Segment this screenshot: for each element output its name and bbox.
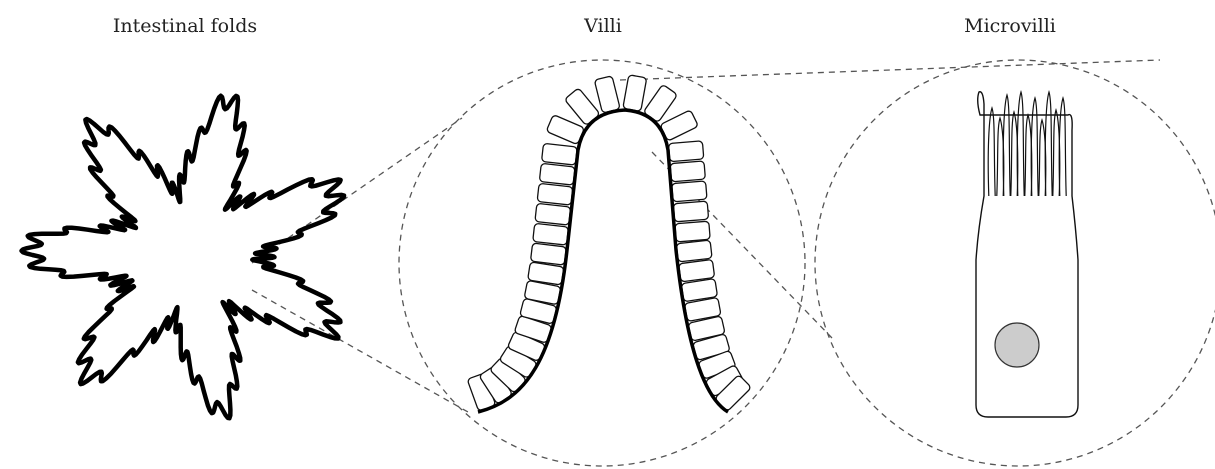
epithelial-cell xyxy=(670,161,705,182)
intestinal-folds-illustration xyxy=(22,96,345,418)
epithelial-cell xyxy=(676,240,712,262)
intestinal-folds-label: Intestinal folds xyxy=(113,15,257,37)
epithelial-cell xyxy=(542,143,578,165)
enterocyte-outline xyxy=(976,92,1078,417)
epithelial-cell xyxy=(672,181,707,202)
zoom-line-villi-top xyxy=(620,60,1160,80)
villi-label: Villi xyxy=(583,15,622,37)
villus-illustration xyxy=(467,75,751,412)
epithelial-cell xyxy=(539,163,575,185)
epithelial-cell xyxy=(533,223,569,245)
epithelial-cell xyxy=(535,203,571,225)
epithelial-cell xyxy=(537,183,573,205)
microvilli-label: Microvilli xyxy=(964,15,1056,37)
epithelial-cell xyxy=(675,221,710,242)
cell-nucleus xyxy=(995,323,1039,367)
epithelial-cell xyxy=(668,141,703,162)
enterocyte-cell xyxy=(976,92,1078,417)
villi-zoom-circle xyxy=(399,60,805,466)
epithelial-cell xyxy=(673,201,708,222)
epithelial-cell xyxy=(623,75,647,112)
epithelial-cell xyxy=(530,243,566,265)
epithelial-cell xyxy=(679,259,715,281)
fold-outline xyxy=(22,96,345,418)
zoom-line-folds-bottom xyxy=(252,290,468,412)
epithelial-cell xyxy=(594,76,620,113)
